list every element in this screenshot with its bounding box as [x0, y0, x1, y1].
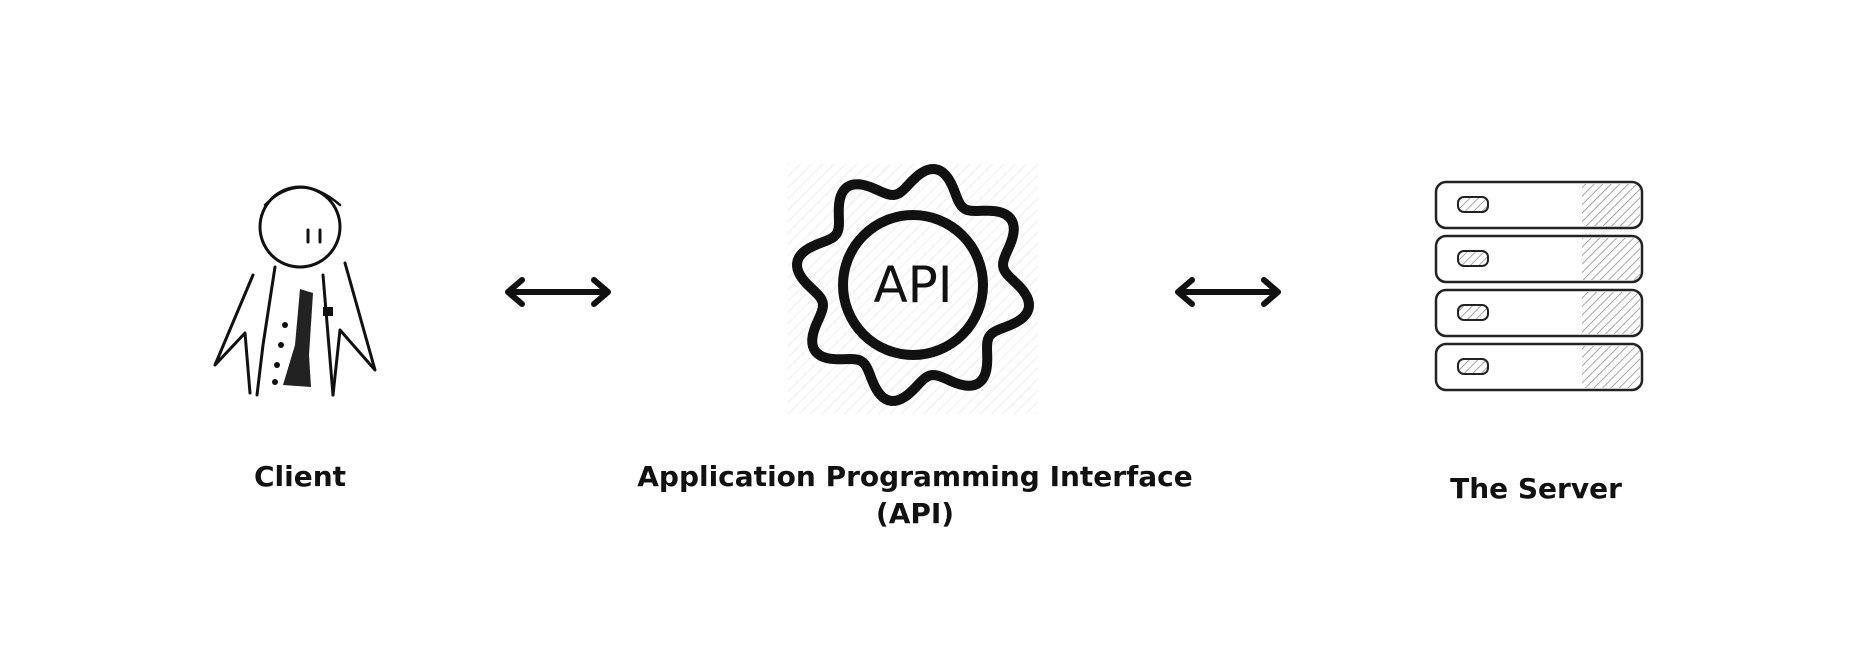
client-label-text: Client: [253, 460, 347, 493]
server-indicator: [1457, 304, 1489, 321]
server-label: The Server: [1436, 470, 1636, 507]
server-rack: [1434, 180, 1644, 230]
server-rack: [1434, 234, 1644, 284]
api-gear-icon: API: [788, 164, 1038, 414]
server-indicator: [1457, 196, 1489, 213]
bidirectional-arrow-icon: [1172, 274, 1284, 310]
server-rack: [1434, 288, 1644, 338]
api-label: Application Programming Interface (API): [625, 458, 1205, 532]
api-label-line2: (API): [875, 497, 955, 530]
client-label: Client: [200, 458, 400, 495]
server-indicator: [1457, 358, 1489, 375]
server-stack-icon: [1432, 176, 1648, 392]
client-person-icon: [205, 175, 385, 405]
api-label-line1: Application Programming Interface: [637, 460, 1193, 493]
bidirectional-arrow-icon: [502, 274, 614, 310]
server-label-text: The Server: [1450, 472, 1622, 505]
api-icon-text: API: [873, 256, 952, 314]
server-rack: [1434, 342, 1644, 392]
server-indicator: [1457, 250, 1489, 267]
